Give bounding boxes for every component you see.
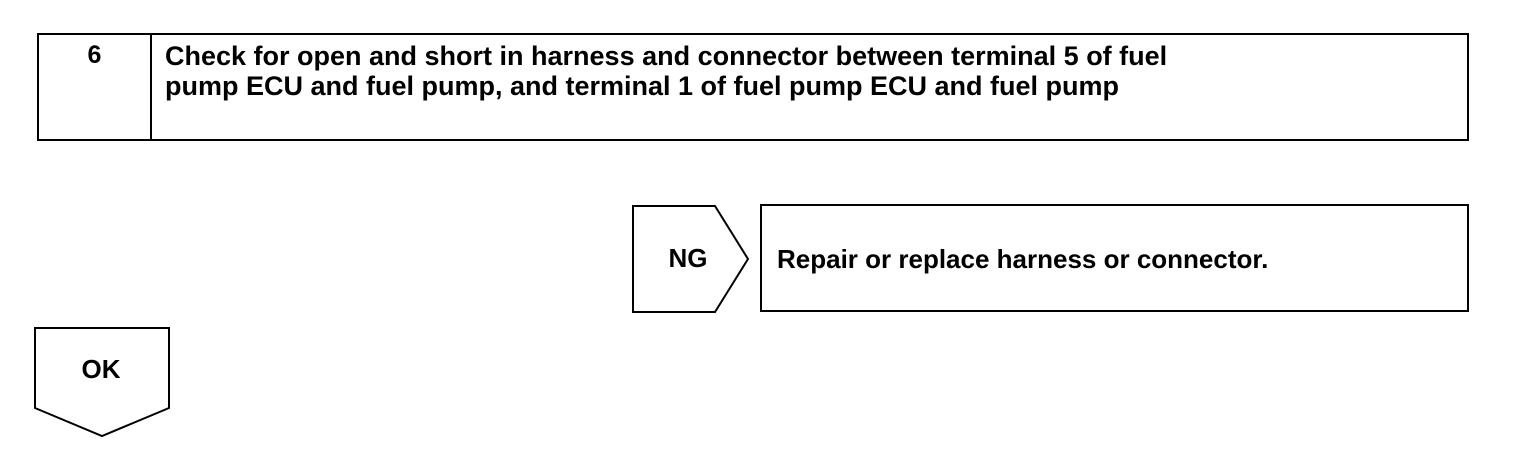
ok-label: OK: [81, 354, 121, 384]
ng-arrow-shape: [632, 205, 750, 313]
step-instruction-text: Check for open and short in harness and …: [165, 41, 1168, 101]
ok-arrow-shape: [34, 327, 170, 438]
ng-result-box: Repair or replace harness or connector.: [760, 204, 1469, 312]
step-check-box: 6 Check for open and short in harness an…: [37, 33, 1469, 141]
ng-label: NG: [668, 243, 708, 273]
step-number: 6: [39, 35, 152, 139]
ng-result-text: Repair or replace harness or connector.: [777, 244, 1269, 274]
